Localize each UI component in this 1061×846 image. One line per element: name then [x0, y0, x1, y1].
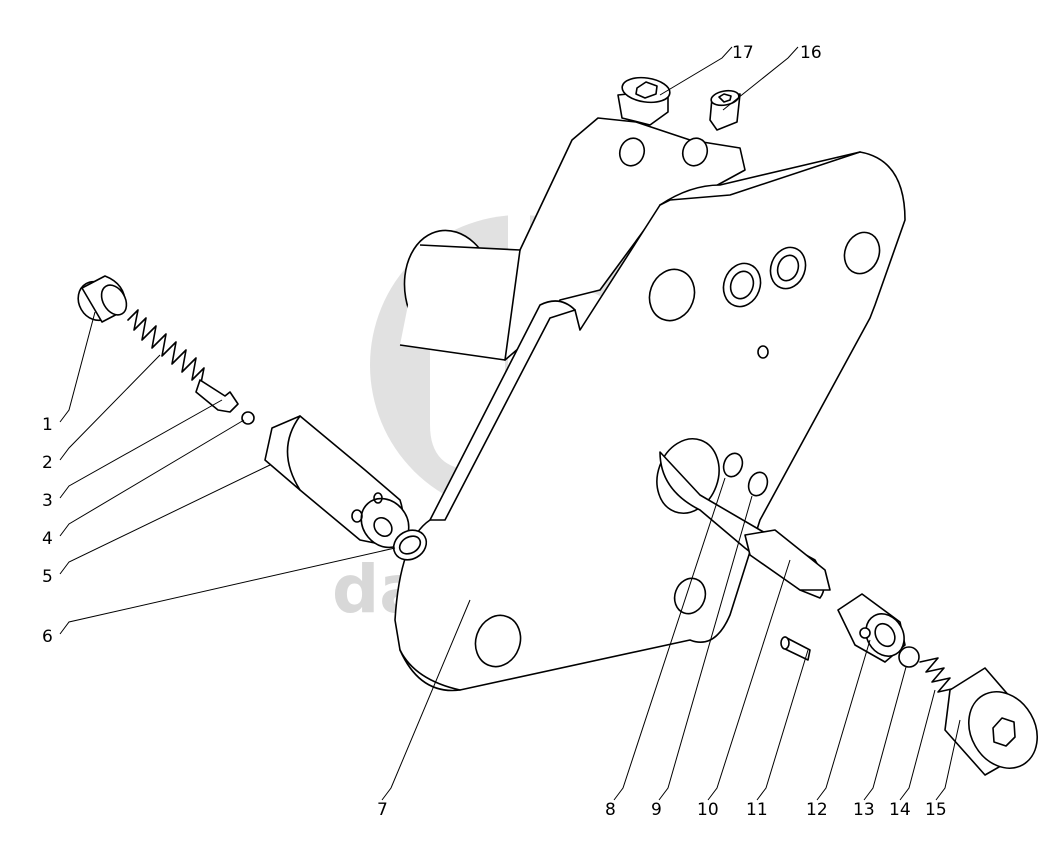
callout-16: 16 — [800, 43, 822, 63]
callout-5: 5 — [42, 567, 53, 587]
part-10-spool — [659, 451, 831, 599]
part-4-ball — [241, 411, 255, 425]
callout-numbers: 1 2 3 4 5 6 7 8 9 10 11 12 13 14 15 16 1… — [42, 43, 947, 820]
part-15-plug — [944, 667, 1038, 776]
callout-17: 17 — [732, 43, 754, 63]
callout-2: 2 — [42, 453, 53, 473]
part-11-pin — [780, 636, 811, 661]
callout-15: 15 — [925, 800, 947, 820]
part-17-socket-cap — [617, 76, 671, 126]
part-16-set-screw — [709, 89, 741, 131]
part-3-poppet — [195, 379, 239, 413]
callout-9: 9 — [651, 800, 662, 820]
callout-6: 6 — [42, 627, 53, 647]
part-9-oring — [747, 471, 769, 497]
leader-lines — [59, 46, 961, 801]
callout-12: 12 — [806, 800, 828, 820]
part-13-ball — [898, 646, 920, 668]
callout-8: 8 — [605, 800, 616, 820]
part-1-cap — [77, 275, 128, 323]
part-14-spring — [919, 657, 957, 693]
part-5-valve-body — [264, 415, 410, 549]
part-2-spring — [127, 309, 205, 389]
callout-11: 11 — [746, 800, 768, 820]
part-6-seal-ring — [392, 529, 428, 561]
callout-14: 14 — [889, 800, 911, 820]
callout-13: 13 — [853, 800, 875, 820]
part-12-valve-seat — [837, 593, 906, 663]
callout-10: 10 — [697, 800, 719, 820]
callout-3: 3 — [42, 491, 53, 511]
main-plate-body — [394, 117, 906, 692]
callout-1: 1 — [42, 415, 53, 435]
part-8-oring — [722, 452, 744, 478]
callout-4: 4 — [42, 529, 53, 549]
callout-7: 7 — [377, 800, 388, 820]
